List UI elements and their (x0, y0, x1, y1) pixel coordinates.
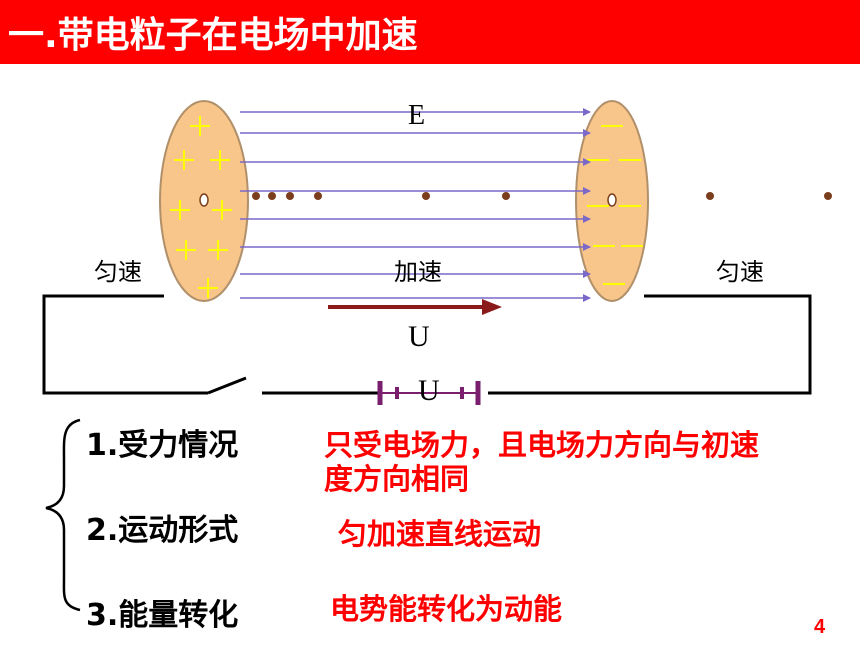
particle-dot-4 (314, 192, 322, 200)
particle-dot-5 (422, 192, 430, 200)
title-bar: 一.带电粒子在电场中加速 (0, 0, 860, 64)
plus-sign-4 (170, 200, 190, 220)
region-label-left: 匀速 (94, 258, 142, 286)
field-label: E (408, 100, 426, 131)
region-label-middle: 加速 (394, 258, 442, 286)
particle-trajectory (199, 192, 832, 207)
page-number: 4 (814, 616, 826, 638)
plus-sign-1 (190, 116, 210, 136)
plus-sign-6 (176, 240, 196, 260)
voltage-label: U (408, 320, 430, 353)
item-2-label: 2.运动形式 (86, 513, 239, 548)
particle-dot-1 (252, 192, 260, 200)
plus-sign-2 (174, 150, 194, 170)
item-1-answer-line-2: 度方向相同 (324, 462, 470, 496)
item-1-answer-line-1: 只受电场力，且电场力方向与初速 (324, 428, 760, 462)
item-2-answer: 匀加速直线运动 (338, 517, 542, 551)
battery-label: U (418, 374, 440, 407)
item-1-label: 1.受力情况 (86, 428, 239, 463)
particle-dot-3 (286, 192, 294, 200)
switch-lever (207, 376, 247, 395)
item-3-label: 3.能量转化 (86, 598, 239, 633)
electric-field-lines (240, 108, 591, 302)
plus-sign-3 (210, 150, 230, 170)
particle-exit (607, 193, 617, 207)
particle-dot-8 (824, 192, 832, 200)
acceleration-direction-arrow (328, 299, 502, 315)
battery (377, 381, 481, 405)
circuit-wire-right (488, 294, 812, 395)
region-label-right: 匀速 (716, 258, 764, 286)
particle-dot-2 (268, 192, 276, 200)
positive-charges (170, 116, 232, 298)
circuit-wire-left (42, 294, 208, 395)
particle-start (199, 193, 209, 207)
plus-sign-5 (212, 200, 232, 220)
item-3-answer: 电势能转化为动能 (330, 592, 563, 626)
negative-charges (587, 125, 643, 285)
particle-dot-7 (706, 192, 714, 200)
particle-dot-6 (502, 192, 510, 200)
plus-sign-7 (208, 240, 228, 260)
slide-title: 一.带电粒子在电场中加速 (8, 15, 418, 56)
plus-sign-8 (198, 278, 218, 298)
